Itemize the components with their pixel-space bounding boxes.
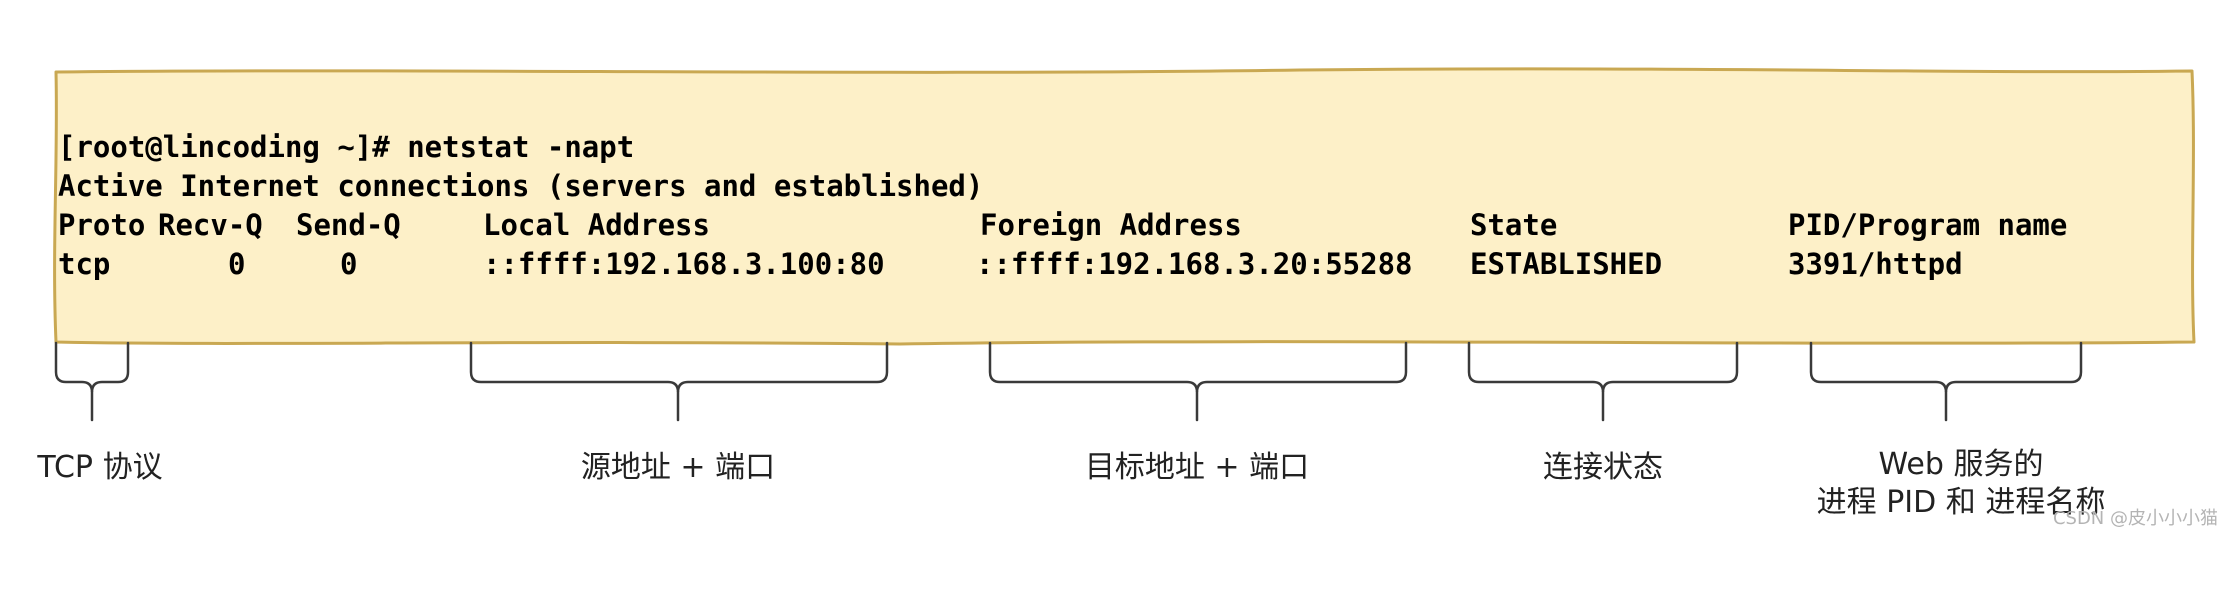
- header-state: State: [1470, 208, 1558, 242]
- caption-destination: 目标地址 + 端口: [1084, 450, 1310, 485]
- caption-connection-state: 连接状态: [1543, 450, 1663, 485]
- header-pid-program: PID/Program name: [1788, 208, 2068, 242]
- caption-source: 源地址 + 端口: [580, 450, 776, 485]
- row-recv-q: 0: [228, 247, 246, 281]
- header-local-address: Local Address: [483, 208, 710, 242]
- header-proto: Proto: [58, 208, 146, 242]
- row-local-address: ::ffff:192.168.3.100:80: [483, 247, 885, 281]
- header-recv-q: Recv-Q: [158, 208, 263, 242]
- terminal-output: [root@lincoding ~]# netstat -napt Active…: [58, 128, 2067, 284]
- watermark: CSDN @皮小小小猫: [2052, 508, 2218, 529]
- row-proto: tcp: [58, 247, 111, 281]
- brace-destination: [988, 341, 1408, 422]
- header-row: Proto Recv-Q Send-Q Local Address Foreig…: [58, 206, 2067, 245]
- row-state: ESTABLISHED: [1470, 247, 1663, 281]
- row-foreign-address: ::ffff:192.168.3.20:55288: [976, 247, 1413, 281]
- header-foreign-address: Foreign Address: [980, 208, 1242, 242]
- caption-tcp-protocol: TCP 协议: [37, 450, 163, 485]
- prompt-line: [root@lincoding ~]# netstat -napt: [58, 130, 635, 164]
- brace-source: [469, 341, 889, 422]
- connection-row: tcp 0 0 ::ffff:192.168.3.100:80 ::ffff:1…: [58, 245, 1963, 284]
- info-line: Active Internet connections (servers and…: [58, 169, 984, 203]
- caption-web-service-line1: Web 服务的: [1878, 447, 2044, 482]
- brace-pid-program: [1809, 341, 2083, 422]
- brace-state: [1467, 341, 1739, 422]
- row-send-q: 0: [340, 247, 358, 281]
- brace-tcp: [54, 341, 130, 422]
- header-send-q: Send-Q: [296, 208, 401, 242]
- terminal-box: [53, 67, 2196, 346]
- row-pid-program: 3391/httpd: [1788, 247, 1963, 281]
- caption-web-service-line2: 进程 PID 和 进程名称: [1816, 485, 2106, 520]
- diagram-canvas: [53, 67, 2196, 422]
